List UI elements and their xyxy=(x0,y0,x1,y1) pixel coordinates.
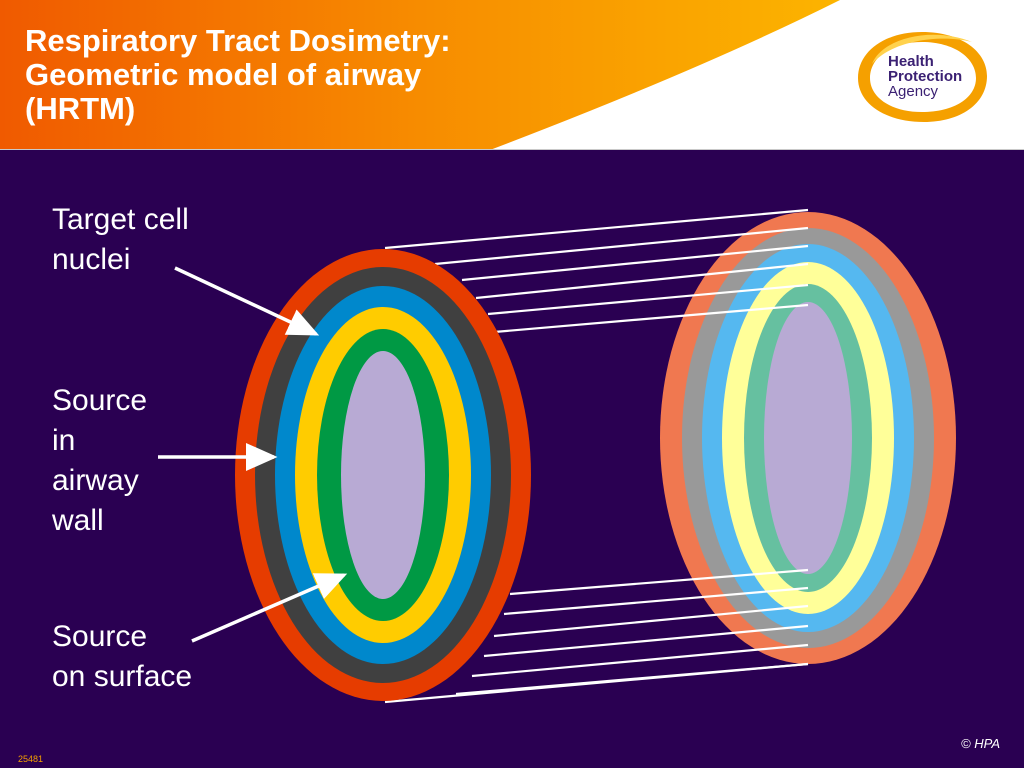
arrow-to-surface xyxy=(191,573,348,643)
label-wall-line-3: airway xyxy=(52,464,139,497)
connector-line xyxy=(384,208,809,250)
label-target-line-2: nuclei xyxy=(52,243,131,276)
logo-line-3: Agency xyxy=(888,83,939,100)
slide-number: 25481 xyxy=(18,754,44,764)
front-lumen xyxy=(341,351,425,599)
hpa-logo-ring-icon xyxy=(858,32,987,122)
connector-line xyxy=(493,604,809,638)
logo-wordmark: Health Protection Agency xyxy=(888,54,988,99)
label-source-on-surface: Source on surface xyxy=(52,617,192,697)
label-target-line-1: Target cell xyxy=(52,203,189,236)
connector-line xyxy=(487,283,809,316)
label-surface-line-1: Source xyxy=(52,620,148,653)
connector-line xyxy=(493,303,809,334)
connector-line xyxy=(509,568,809,596)
title-line-3: (HRTM) xyxy=(25,91,136,126)
label-source-airway-wall: Source in airway wall xyxy=(52,381,147,541)
cylinder-connector-lines xyxy=(384,208,809,704)
page-title: Respiratory Tract Dosimetry: Geometric m… xyxy=(25,24,565,126)
copyright-notice: © HPA xyxy=(961,736,1000,751)
connector-line xyxy=(503,586,809,616)
title-line-2: Geometric model of airway xyxy=(25,57,422,92)
connector-line xyxy=(483,624,809,658)
label-wall-line-2: in xyxy=(52,424,76,457)
back-lumen xyxy=(764,302,852,574)
arrow-to-target-cells xyxy=(174,266,320,336)
label-wall-line-4: wall xyxy=(52,504,104,537)
logo-line-2: Protection xyxy=(888,68,963,85)
connector-line xyxy=(475,262,809,300)
label-target-cell-nuclei: Target cell nuclei xyxy=(52,200,189,280)
logo-swoosh xyxy=(872,34,972,64)
banner-gradient-shape xyxy=(0,0,1024,150)
connector-line xyxy=(461,244,809,282)
header-divider xyxy=(0,149,1024,150)
connector-line xyxy=(384,662,809,704)
connector-line xyxy=(434,226,809,266)
title-banner: Respiratory Tract Dosimetry: Geometric m… xyxy=(0,0,1024,150)
title-line-1: Respiratory Tract Dosimetry: xyxy=(25,23,451,58)
connector-line xyxy=(471,643,809,678)
logo-line-1: Health xyxy=(888,53,934,70)
label-wall-line-1: Source xyxy=(52,384,148,417)
back-airway-cross-section xyxy=(660,212,956,664)
label-surface-line-2: on surface xyxy=(52,660,193,693)
label-arrows xyxy=(158,266,348,643)
